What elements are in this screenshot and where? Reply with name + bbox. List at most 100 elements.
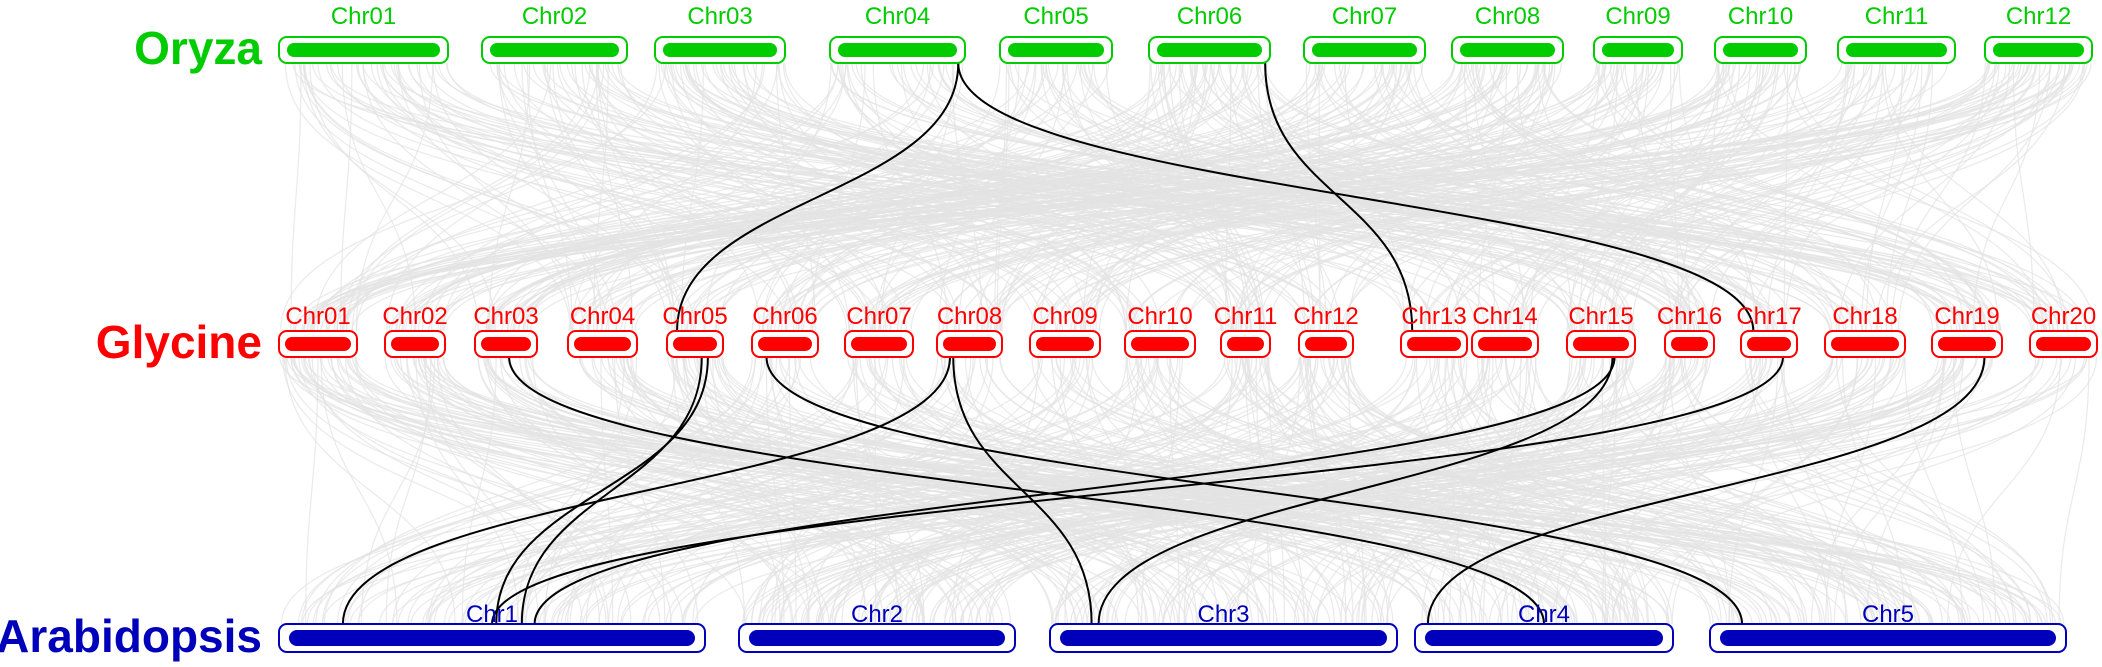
background-link: [982, 62, 1553, 332]
background-link: [762, 62, 1502, 332]
background-link: [1264, 62, 1328, 332]
chromosome-bar: [1573, 337, 1629, 351]
chromosome-bar: [2036, 337, 2091, 351]
chromosome-bar: [1131, 337, 1189, 351]
highlighted-link: [341, 356, 951, 625]
chromosome-glycine-chr20: Chr20: [2029, 303, 2098, 358]
chromosome-bar: [1425, 630, 1663, 646]
background-link: [1447, 62, 2037, 332]
background-link: [1446, 356, 1648, 625]
background-link: [1211, 62, 1485, 332]
background-link: [329, 62, 1235, 332]
background-link: [410, 62, 1322, 332]
background-link: [302, 356, 1142, 625]
chromosome-glycine-chr12: Chr12: [1293, 303, 1359, 358]
background-link: [696, 356, 1054, 625]
background-link: [873, 62, 1037, 332]
background-link: [596, 62, 795, 332]
chromosome-label: Chr06: [752, 303, 817, 330]
background-link: [1543, 62, 2059, 332]
background-link: [1583, 62, 1777, 332]
background-link: [834, 356, 1504, 625]
background-link: [1612, 62, 1751, 332]
background-link: [770, 62, 1718, 332]
background-link: [412, 356, 1671, 625]
background-link: [282, 356, 583, 625]
background-link: [321, 356, 802, 625]
background-link: [313, 62, 552, 332]
chromosome-label: Chr1: [466, 601, 518, 628]
background-link: [880, 62, 955, 332]
background-link: [406, 356, 632, 625]
background-link: [1866, 356, 1945, 625]
background-link: [1865, 62, 1903, 332]
background-link: [769, 356, 903, 625]
chromosome-label: Chr09: [1605, 3, 1670, 30]
background-link: [1744, 356, 2015, 625]
background-link: [424, 356, 539, 625]
chromosome-bar: [1602, 43, 1674, 57]
background-link: [1031, 62, 1383, 332]
background-link: [1590, 62, 2060, 332]
background-link: [1306, 62, 1873, 332]
background-link: [319, 356, 995, 625]
chromosome-glycine-chr07: Chr07: [844, 303, 914, 358]
background-link: [1228, 356, 1834, 625]
background-link: [1452, 62, 1644, 332]
background-link: [1031, 356, 1394, 625]
background-link: [355, 62, 434, 332]
background-link: [417, 356, 1617, 625]
background-link: [325, 62, 1323, 332]
background-link: [333, 62, 2013, 332]
background-link: [1230, 62, 2025, 332]
background-link: [381, 62, 1225, 332]
background-link: [1670, 62, 1680, 332]
background-link: [615, 62, 1253, 332]
background-link: [1077, 62, 1769, 332]
chromosome-glycine-chr05: Chr05: [662, 303, 728, 358]
background-link: [1344, 62, 1405, 332]
background-link: [1885, 62, 1933, 332]
background-link: [800, 356, 1603, 625]
background-link: [442, 356, 1558, 625]
highlighted-link: [1097, 356, 1614, 625]
background-link: [503, 62, 892, 332]
chromosome-bar: [758, 337, 812, 351]
background-link: [915, 62, 2001, 332]
chromosome-label: Chr15: [1568, 303, 1633, 330]
chromosome-arabidopsis-chr2: Chr2: [738, 601, 1016, 653]
background-link: [937, 62, 1831, 332]
highlighted-link: [1264, 62, 1414, 332]
background-link: [1197, 356, 1485, 625]
background-link: [765, 356, 1991, 625]
background-link: [719, 62, 1261, 332]
background-link: [1380, 356, 1621, 625]
background-link: [1579, 62, 1618, 332]
background-link: [316, 62, 935, 332]
background-link: [1516, 62, 1573, 332]
background-link: [1075, 356, 2072, 625]
background-link: [1185, 62, 1679, 332]
background-link: [485, 62, 847, 332]
chromosome-bar: [1060, 630, 1387, 646]
chromosome-label: Chr4: [1518, 601, 1570, 628]
background-link: [1613, 62, 2084, 332]
background-link: [1360, 356, 1595, 625]
background-link: [564, 356, 1305, 625]
chromosome-arabidopsis-chr1: Chr1: [278, 601, 706, 653]
chromosome-bar: [1460, 43, 1555, 57]
background-link: [774, 356, 974, 625]
background-link: [1380, 62, 2087, 332]
background-link: [778, 62, 992, 332]
background-link: [552, 62, 676, 332]
background-link: [1606, 356, 1762, 625]
background-link: [751, 356, 1090, 625]
background-link: [1125, 356, 1260, 625]
background-link: [305, 356, 319, 625]
highlighted-link: [952, 356, 1093, 625]
background-link: [399, 356, 924, 625]
background-link: [593, 62, 609, 332]
chromosome-label: Chr5: [1862, 601, 1914, 628]
background-link: [331, 356, 825, 625]
chromosome-label: Chr04: [865, 3, 930, 30]
